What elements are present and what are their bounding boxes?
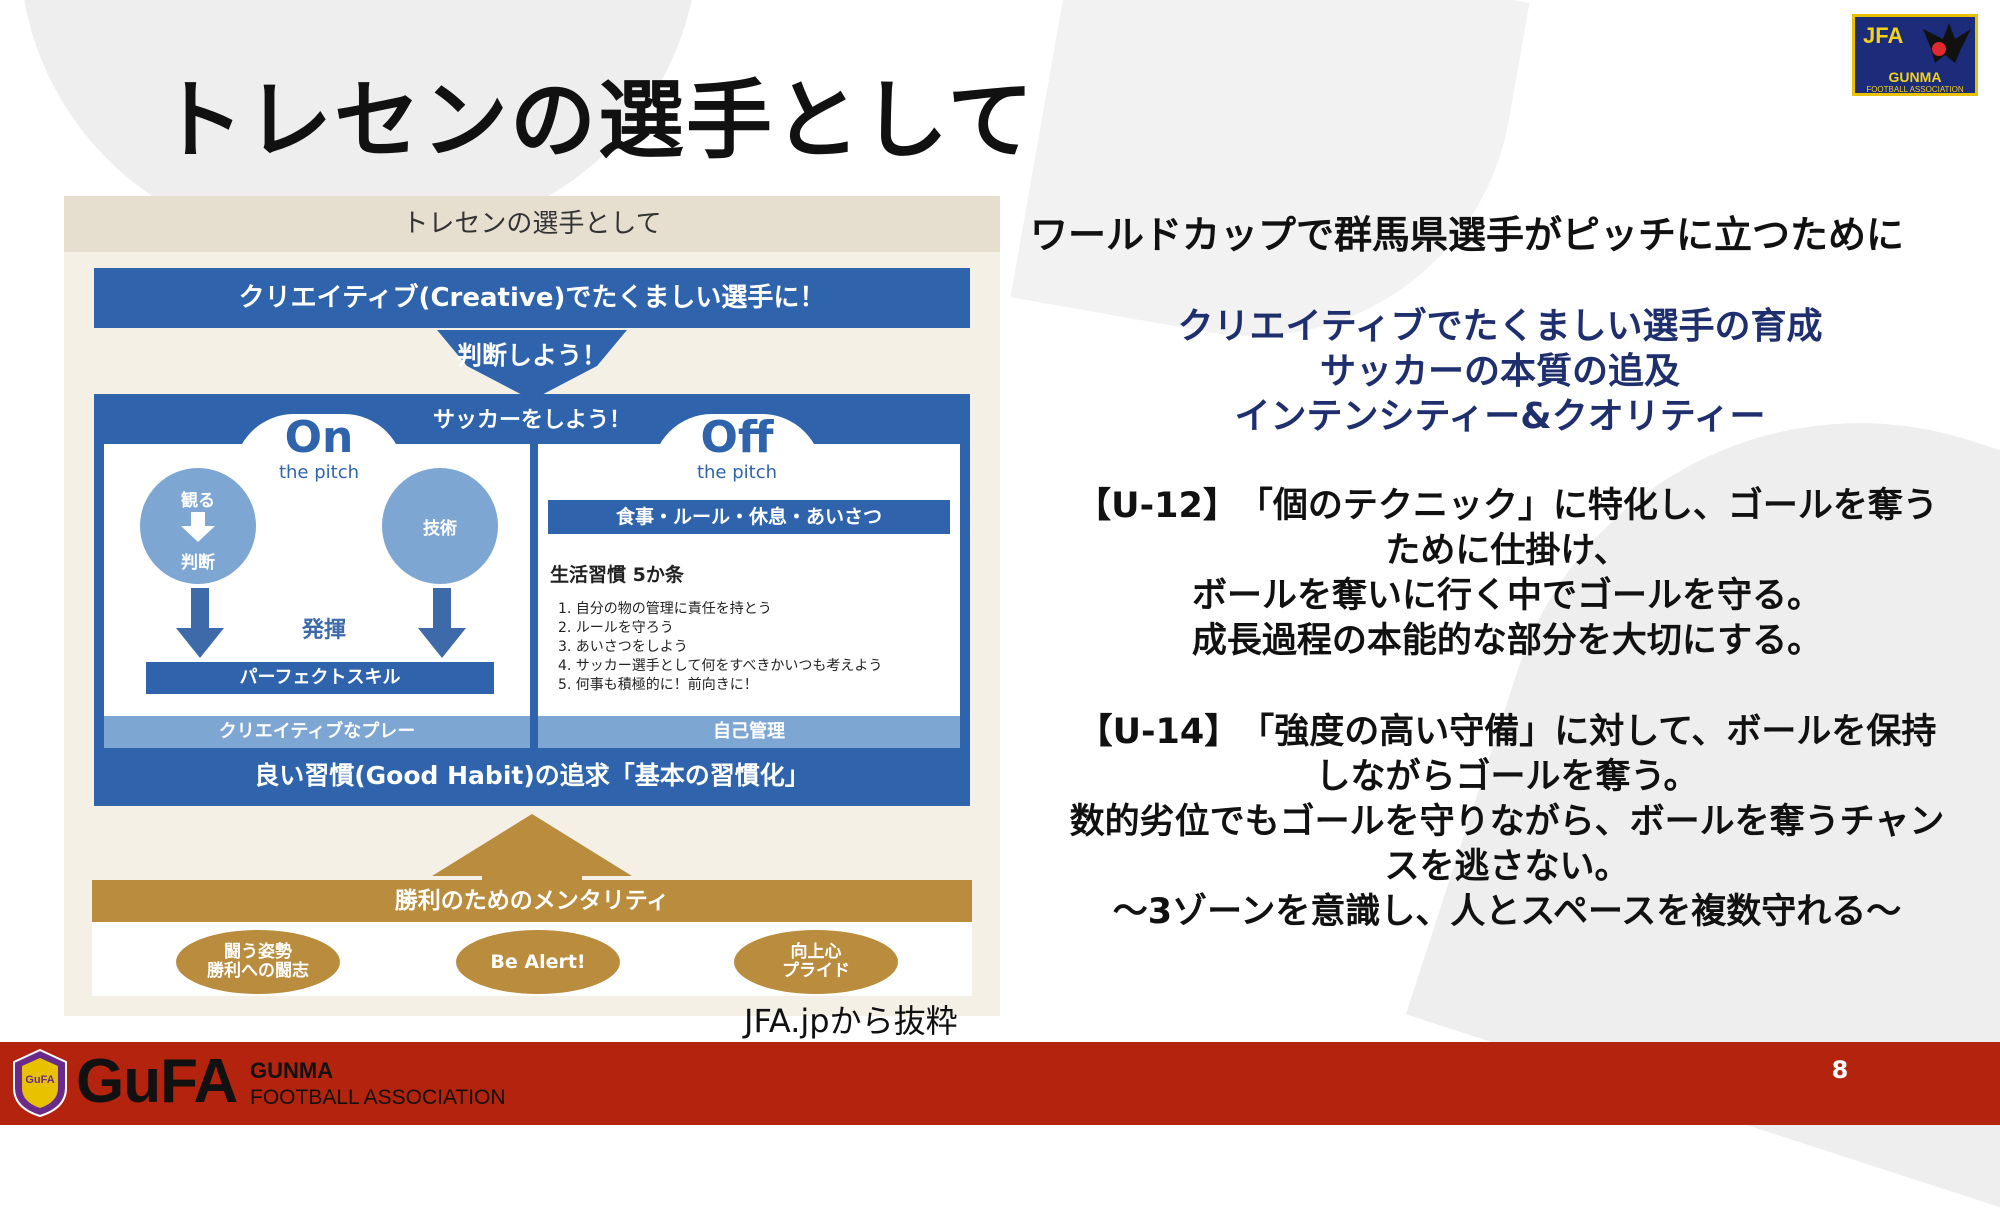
u14-line: スを逃さない。 (1384, 847, 1630, 887)
jfa-logo-region: GUNMA (1888, 69, 1942, 85)
pride-line1: 向上心 (790, 942, 842, 962)
trecen-diagram: トレセンの選手として クリエイティブ(Creative)でたくましい選手に！ 判… (64, 196, 1000, 1016)
arrow-up-icon (432, 814, 632, 898)
habit-item: 3. あいさつをしよう (558, 639, 688, 655)
good-habit-banner: 良い習慣(Good Habit)の追求「基本の習慣化」 (254, 761, 810, 790)
gufa-logo-name: GuFA (76, 1047, 238, 1116)
u12-line: 成長過程の本能的な部分を大切にする。 (1191, 621, 1823, 661)
jfa-logo-abbr: JFA (1863, 23, 1904, 48)
technique-circle (382, 468, 498, 584)
gufa-badge-icon (13, 1048, 67, 1118)
footer-bar: GuFA GuFA GUNMA FOOTBALL ASSOCIATION 8 (0, 1042, 2000, 1125)
eagle-icon (1923, 23, 1971, 63)
mentality-bar: 勝利のためのメンタリティ (92, 880, 972, 922)
on-pitch-tab (234, 414, 404, 474)
on-pitch-subtitle: the pitch (278, 462, 360, 483)
u12-line: ボールを奪いに行く中でゴールを守る。 (1191, 576, 1822, 616)
creative-banner: クリエイティブ(Creative)でたくましい選手に！ (94, 268, 970, 328)
world-cup-heading: ワールドカップで群馬県選手がピッチに立つために (1030, 213, 1905, 257)
jfa-logo-org: FOOTBALL ASSOCIATION (1866, 85, 1964, 94)
jfa-logo: JFA GUNMA FOOTBALL ASSOCIATION (1852, 14, 1978, 96)
soccer-banner: サッカーをしよう！ (432, 408, 631, 433)
judgement-label: 判断しよう！ (456, 341, 607, 370)
goal-item: インテンシティー&クオリティー (1234, 396, 1766, 437)
exert-label: 発揮 (301, 618, 346, 643)
habit-item: 4. サッカー選手として何をすべきかいつも考えよう (558, 658, 883, 674)
u14-line: 数的劣位でもゴールを守りながら、ボールを奪うチャン (1069, 802, 1945, 842)
u14-line: 【U-14】 「強度の高い守備」に対して、ボールを保持 (1077, 712, 1937, 752)
gufa-logo-line1: GUNMA (250, 1058, 334, 1083)
habit-item: 5. 何事も積極的に！前向きに！ (558, 677, 758, 693)
off-pitch-tab (652, 414, 822, 474)
diagram-header: トレセンの選手として (64, 196, 1000, 252)
be-alert-oval: Be Alert! (456, 930, 620, 994)
u12-line: ために仕掛け、 (1385, 531, 1629, 571)
judge-label: 判断 (181, 553, 215, 573)
fighting-spirit-oval: 闘う姿勢 勝利への闘志 (176, 930, 340, 994)
arrow-down-icon (181, 512, 215, 542)
habit-item: 2. ルールを守ろう (558, 620, 674, 636)
page-number: 8 (1831, 1056, 1849, 1084)
technique-label: 技術 (423, 519, 457, 539)
goal-list: クリエイティブでたくましい選手の育成 サッカーの本質の追及 インテンシティー&ク… (1020, 304, 1980, 439)
be-alert-label: Be Alert! (490, 951, 586, 973)
goal-item: クリエイティブでたくましい選手の育成 (1177, 306, 1823, 347)
goal-item: サッカーの本質の追及 (1319, 351, 1680, 392)
fighting-spirit-line1: 闘う姿勢 (224, 942, 292, 962)
u12-section: 【U-12】 「個のテクニック」に特化し、ゴールを奪う ために仕掛け、 ボールを… (1020, 484, 1994, 664)
off-pitch-title: Off (700, 412, 774, 463)
arrow-down-left-icon (176, 588, 224, 658)
on-pitch-title: On (284, 412, 354, 463)
habit-item: 1. 自分の物の管理に責任を持とう (558, 601, 772, 617)
u14-line: ～3ゾーンを意識し、人とスペースを複数守れる～ (1112, 892, 1902, 932)
pride-oval: 向上心 プライド (734, 930, 898, 994)
judgement-arrow-icon (437, 330, 627, 400)
source-note: JFA.jpから抜粋 (744, 1002, 958, 1040)
watch-label: 観る (181, 491, 215, 511)
arrow-down-right-icon (418, 588, 466, 658)
off-pitch-panel (538, 444, 960, 740)
u14-line: しながらゴールを奪う。 (1315, 757, 1699, 797)
u14-section: 【U-14】 「強度の高い守備」に対して、ボールを保持 しながらゴールを奪う。 … (1020, 710, 1994, 935)
off-topics-bar: 食事・ルール・休息・あいさつ (548, 500, 950, 534)
on-pitch-footer: クリエイティブなプレー (104, 716, 530, 748)
off-pitch-subtitle: the pitch (696, 462, 778, 483)
gufa-logo-line2: FOOTBALL ASSOCIATION (250, 1086, 506, 1109)
off-pitch-footer: 自己管理 (538, 716, 960, 748)
page-title: トレセンの選手として (158, 71, 1036, 171)
perfect-skill-bar: パーフェクトスキル (146, 662, 494, 694)
fighting-spirit-line2: 勝利への闘志 (207, 961, 309, 981)
pride-line2: プライド (782, 961, 850, 981)
u12-line: 【U-12】 「個のテクニック」に特化し、ゴールを奪う (1076, 486, 1938, 526)
gufa-badge-text: GuFA (25, 1074, 55, 1086)
habits-title: 生活習慣 5か条 (550, 564, 684, 586)
habits-list: 1. 自分の物の管理に責任を持とう 2. ルールを守ろう 3. あいさつをしよう… (558, 600, 882, 695)
